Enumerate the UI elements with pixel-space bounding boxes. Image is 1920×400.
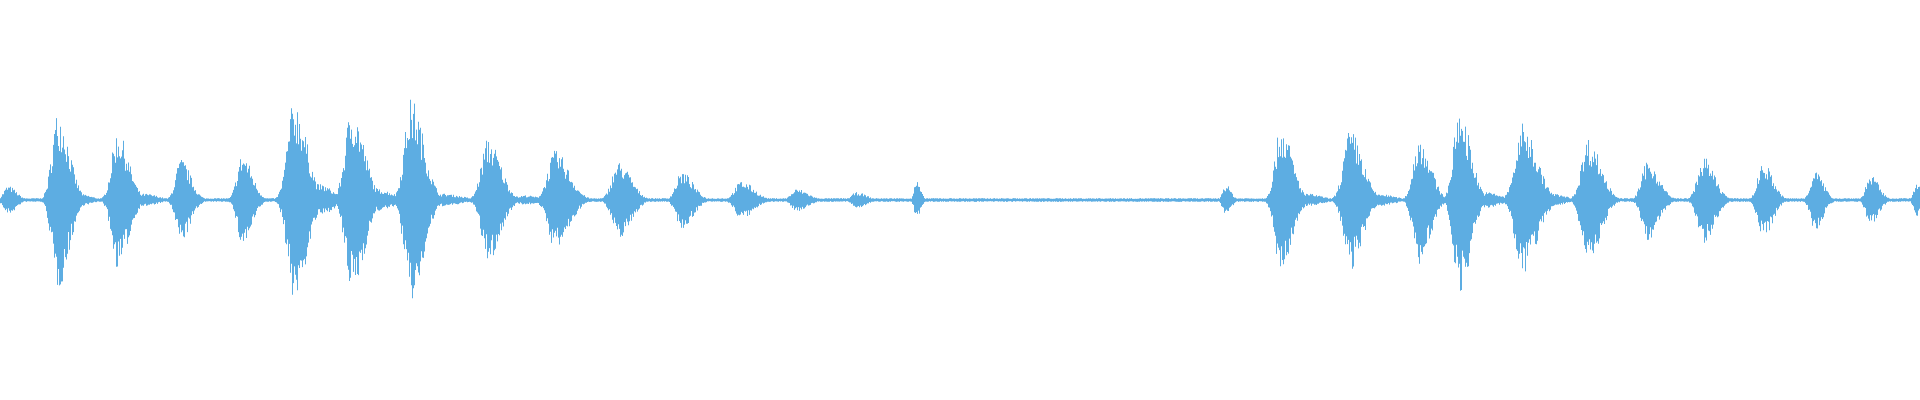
waveform-peaks xyxy=(0,99,1920,299)
